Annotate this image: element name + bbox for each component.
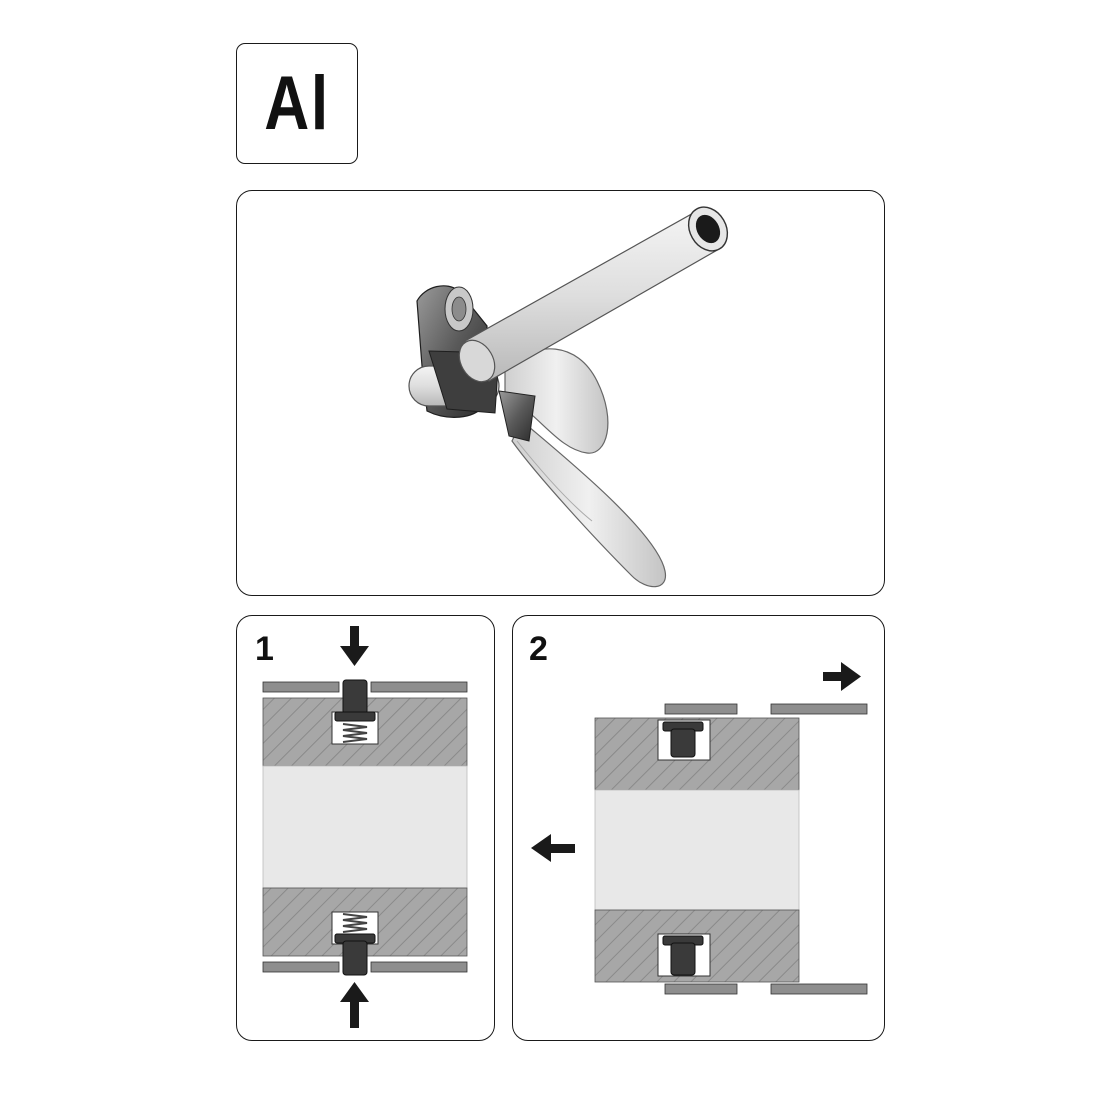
press-down-arrow	[340, 626, 369, 666]
press-up-arrow	[340, 982, 369, 1028]
step-2-panel: 2	[512, 615, 885, 1041]
slide-left-arrow	[531, 834, 575, 862]
bottom-sheet-left	[262, 961, 340, 973]
bottom-sheet-left	[664, 983, 738, 995]
material-symbol-box: Al	[236, 43, 358, 164]
step-2-diagram	[531, 662, 868, 995]
tool-back-handle	[504, 348, 609, 454]
top-sheet-right	[370, 681, 468, 693]
top-sheet-left	[262, 681, 340, 693]
top-spring	[342, 723, 368, 743]
tool-front-handle	[511, 420, 666, 588]
bottom-sheet-right	[370, 961, 468, 973]
material-symbol: Al	[264, 61, 330, 146]
top-rivet	[662, 721, 704, 758]
step-1-number: 1	[255, 630, 274, 668]
core-section	[262, 765, 468, 889]
step-2-number: 2	[529, 630, 548, 668]
rivet-tool-illustration	[408, 206, 729, 588]
core-section	[594, 789, 800, 911]
bottom-rivet	[334, 933, 376, 976]
step-1-panel: 1	[236, 615, 495, 1041]
top-sheet-right	[770, 703, 868, 715]
bottom-spring	[342, 913, 368, 933]
bottom-rivet	[662, 935, 704, 976]
bottom-sheet-right	[770, 983, 868, 995]
tool-tube	[458, 206, 729, 383]
slide-right-arrow	[823, 662, 861, 691]
top-rivet	[334, 679, 376, 722]
tool-illustration-panel	[236, 190, 885, 596]
top-sheet-left	[664, 703, 738, 715]
step-1-diagram	[262, 626, 468, 1028]
